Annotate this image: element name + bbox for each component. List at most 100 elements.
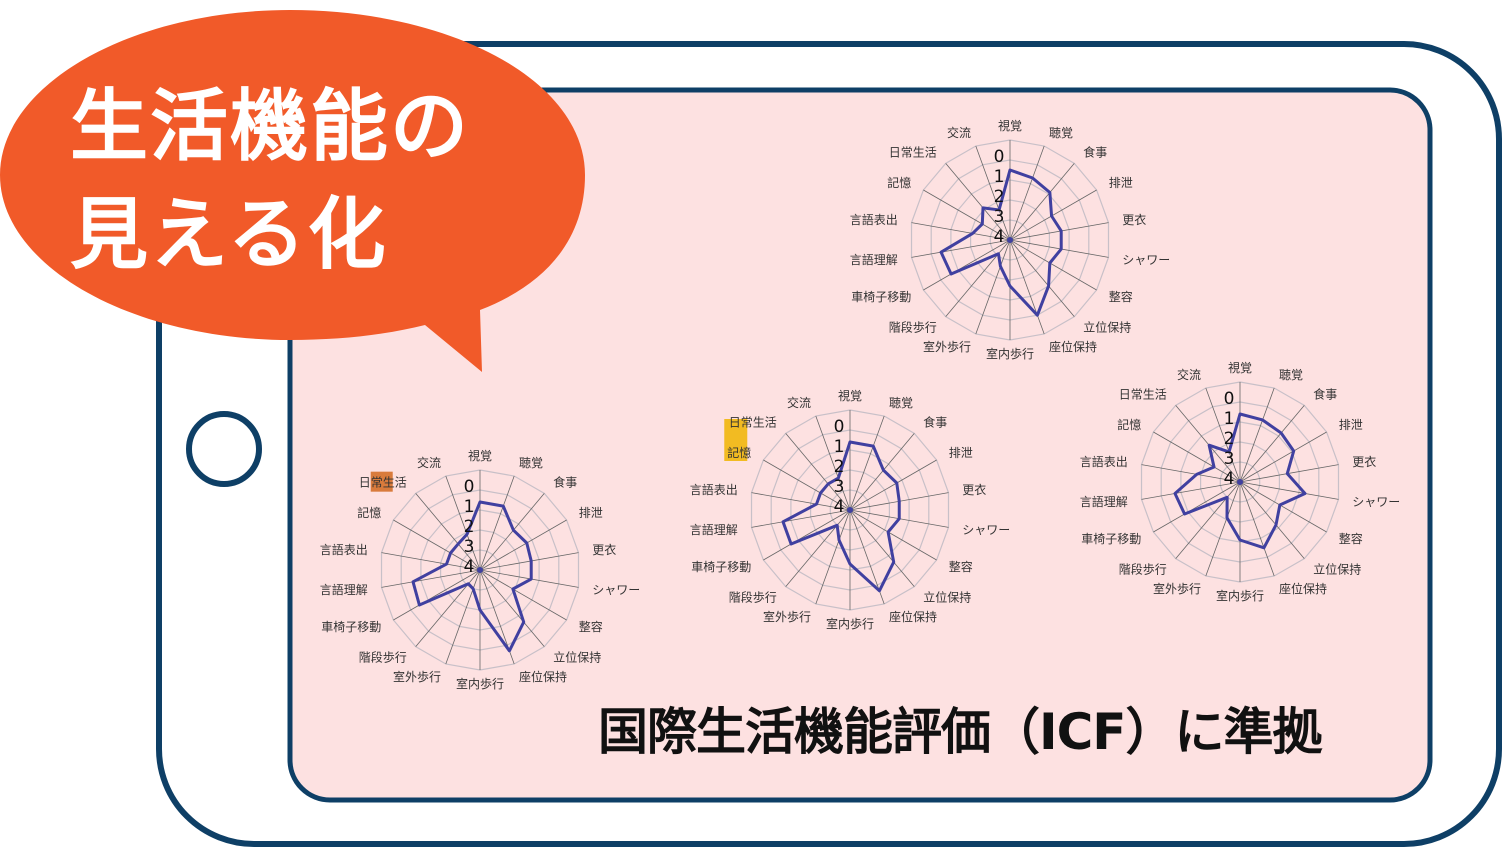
axis-line [1009,239,1109,258]
axis-label: 室内歩行 [456,676,504,691]
axis-label: 日常生活 [359,476,407,490]
tick-label: 3 [464,537,475,557]
axis-label: 座位保持 [1049,339,1097,354]
axis-line [785,509,851,587]
axis-label: 立位保持 [553,649,601,664]
data-series [939,168,1063,317]
axis-label: 言語表出 [320,542,368,557]
axis-label: 室外歩行 [763,609,811,624]
axis-line [763,459,851,511]
axis-line [1239,481,1339,500]
axis-label: 階段歩行 [729,589,777,604]
axis-line [923,239,1011,291]
tick-label: 1 [464,497,475,517]
tick-label: 0 [834,417,845,437]
axis-label: 食事 [1313,387,1337,402]
radar-charts: 視覚聴覚食事排泄更衣シャワー整容立位保持座位保持室内歩行室外歩行階段歩行車椅子移… [320,118,1401,691]
axis-line [911,239,1011,258]
axis-label: 記憶 [1117,417,1141,432]
tick-label: 1 [1224,409,1235,429]
center-point [1237,479,1243,485]
axis-label: 記憶 [727,445,751,460]
axis-label: 交流 [947,125,971,140]
axis-line [479,519,567,571]
center-point [847,507,853,513]
tick-label: 3 [994,207,1005,227]
axis-label: 記憶 [357,505,381,520]
axis-line [1239,481,1275,577]
axis-line [1009,239,1097,291]
axis-label: 言語理解 [690,522,738,537]
axis-line [1009,189,1097,241]
axis-label: 更衣 [1352,454,1376,469]
axis-line [815,509,851,605]
axis-line [1141,481,1241,500]
axis-label: 日常生活 [1119,388,1167,402]
axis-line [1205,481,1241,577]
axis-line [849,509,915,587]
axis-line [923,189,1011,241]
axis-line [445,475,481,571]
axis-line [975,145,1011,241]
axis-line [1239,481,1327,533]
axis-label: 室内歩行 [826,616,874,631]
axis-label: 言語表出 [690,482,738,497]
axis-line [479,552,579,571]
axis-label: シャワー [592,583,640,597]
axis-label: 室外歩行 [1153,581,1201,596]
home-button [186,411,262,487]
axis-label: 室外歩行 [923,339,971,354]
axis-label: 交流 [417,455,441,470]
axis-label: 整容 [1339,531,1363,546]
axis-line [1175,405,1241,483]
tick-label: 4 [464,557,475,577]
axis-line [479,475,515,571]
axis-label: 整容 [949,559,973,574]
axis-line [479,569,567,621]
tick-label: 2 [1224,429,1235,449]
axis-label: 聴覚 [519,456,543,470]
axis-line [849,433,915,511]
axis-label: 立位保持 [1083,319,1131,334]
axis-line [849,509,937,561]
axis-line [1009,239,1045,335]
axis-line [849,459,937,511]
axis-line [445,569,481,665]
tick-label: 3 [834,477,845,497]
data-series [411,500,533,653]
axis-label: 排泄 [579,506,603,520]
axis-label: 車椅子移動 [851,290,911,304]
axis-label: 更衣 [962,482,986,497]
axis-line [1205,387,1241,483]
axis-line [381,552,481,571]
axis-line [1239,431,1327,483]
highlight-marker [724,419,748,461]
data-series [781,440,901,593]
tick-label: 1 [994,167,1005,187]
tick-label: 2 [464,517,475,537]
axis-label: 聴覚 [889,396,913,410]
radar-chart-3: 視覚聴覚食事排泄更衣シャワー整容立位保持座位保持室内歩行室外歩行階段歩行車椅子移… [850,118,1171,361]
axis-line [381,569,481,588]
axis-label: 日常生活 [729,416,777,430]
axis-label: 食事 [553,475,577,490]
axis-line [479,493,545,571]
axis-label: 立位保持 [923,589,971,604]
axis-line [751,492,851,511]
axis-line [911,222,1011,241]
axis-label: 整容 [1109,289,1133,304]
axis-line [1009,239,1075,317]
axis-line [393,569,481,621]
center-point [477,567,483,573]
tick-label: 3 [1224,449,1235,469]
axis-label: 言語理解 [850,252,898,267]
tick-label: 4 [834,497,845,517]
axis-line [975,239,1011,335]
axis-label: 階段歩行 [359,649,407,664]
highlight-marker [370,471,393,492]
axis-line [945,163,1011,241]
axis-label: 聴覚 [1279,368,1303,382]
headline-line1: 生活機能の [70,82,471,172]
radar-chart-1: 視覚聴覚食事排泄更衣シャワー整容立位保持座位保持室内歩行室外歩行階段歩行車椅子移… [320,448,641,691]
